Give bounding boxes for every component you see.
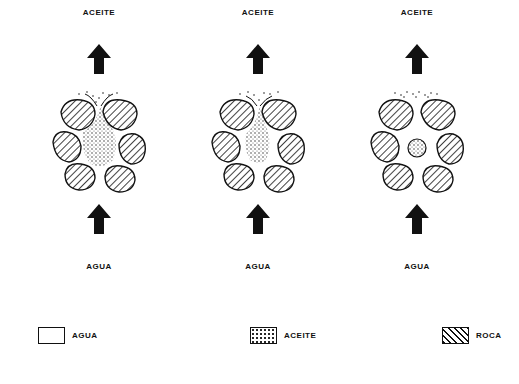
- flow-label: ACEITE: [242, 8, 274, 17]
- flow-label: AGUA: [404, 262, 430, 271]
- legend-item: ROCA: [442, 327, 502, 344]
- flow-label: ACEITE: [401, 8, 433, 17]
- legend-text: ROCA: [476, 331, 502, 340]
- flow-label: ACEITE: [83, 8, 115, 17]
- flow-label: AGUA: [86, 262, 112, 271]
- flow-label: AGUA: [245, 262, 271, 271]
- legend-swatch: [38, 327, 65, 344]
- legend-swatch: [250, 327, 277, 344]
- legend-item: ACEITE: [250, 327, 316, 344]
- legend-text: AGUA: [72, 331, 98, 340]
- legend-swatch: [442, 327, 469, 344]
- legend-item: AGUA: [38, 327, 98, 344]
- legend-text: ACEITE: [284, 331, 316, 340]
